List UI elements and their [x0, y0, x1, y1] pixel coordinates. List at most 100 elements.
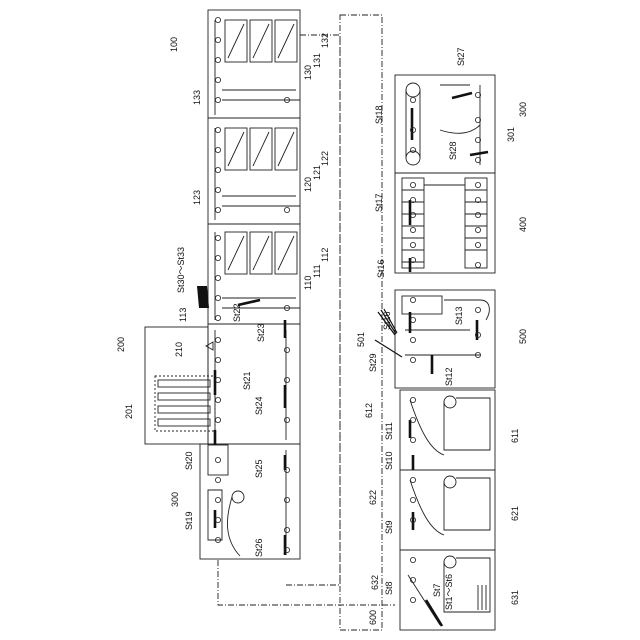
roller	[215, 57, 220, 62]
label-st13: St13	[454, 306, 464, 325]
ref-631: 631	[510, 590, 520, 605]
ref-121: 121	[312, 165, 322, 180]
roller	[215, 357, 220, 362]
ref-611: 611	[510, 429, 520, 443]
roller	[215, 497, 220, 502]
label-st24: St24	[254, 396, 264, 415]
label-st22: St22	[232, 303, 242, 322]
ref-122: 122	[320, 151, 330, 166]
label-st23: St23	[256, 323, 266, 342]
roller	[215, 167, 220, 172]
paper-feed-unit-middle	[208, 118, 300, 224]
ref-300-right: 300	[518, 102, 528, 117]
ref-111: 111	[312, 264, 322, 278]
roller	[215, 337, 220, 342]
roller	[215, 235, 220, 240]
ref-130: 130	[303, 65, 313, 80]
ref-301: 301	[506, 127, 516, 142]
ref-210: 210	[174, 342, 184, 357]
ref-113: 113	[178, 308, 188, 322]
roller	[284, 377, 289, 382]
roller	[410, 497, 415, 502]
label-st28: St28	[448, 141, 458, 160]
roller	[410, 97, 415, 102]
connection-path-center	[285, 35, 340, 585]
roller	[215, 477, 220, 482]
roller	[215, 417, 220, 422]
ref-110: 110	[303, 276, 313, 290]
label-st12: St12	[444, 367, 454, 386]
ref-501: 501	[356, 332, 366, 347]
ref-123: 123	[192, 190, 202, 205]
roller	[410, 437, 415, 442]
roller	[284, 417, 289, 422]
ref-300-left: 300	[170, 492, 180, 507]
label-st9: St9	[384, 520, 394, 534]
label-st20: St20	[184, 451, 194, 470]
sensor-block-st30-st33	[197, 286, 209, 308]
roller	[475, 212, 480, 217]
roller	[475, 182, 480, 187]
roller	[410, 297, 415, 302]
label-st21: St21	[242, 371, 252, 390]
ref-120: 120	[303, 177, 313, 192]
roller	[215, 37, 220, 42]
roller	[284, 497, 289, 502]
roller	[410, 147, 415, 152]
roller	[215, 187, 220, 192]
roller	[475, 227, 480, 232]
ref-632: 632	[370, 575, 380, 590]
rollers	[215, 17, 480, 602]
roller	[410, 597, 415, 602]
roller	[215, 97, 220, 102]
roller	[475, 307, 480, 312]
label-st26: St26	[254, 538, 264, 557]
roller	[215, 295, 220, 300]
sensor-st28	[470, 152, 488, 155]
roller	[215, 255, 220, 260]
ref-622: 622	[368, 490, 378, 505]
ref-131: 131	[312, 53, 322, 68]
paper-feed-unit-bottom	[208, 224, 300, 324]
roller	[284, 527, 289, 532]
label-st18: St18	[374, 105, 384, 124]
ref-200: 200	[116, 337, 126, 352]
ref-100: 100	[169, 37, 179, 52]
label-st10: St10	[384, 451, 394, 470]
roller	[215, 17, 220, 22]
ref-112: 112	[320, 248, 330, 262]
sensor-st7	[426, 600, 442, 626]
roller	[215, 147, 220, 152]
label-st7: St7	[432, 583, 442, 597]
ref-621: 621	[510, 506, 520, 521]
roller	[410, 477, 415, 482]
label-st16a: St16	[376, 259, 386, 278]
label-st17: St17	[374, 193, 384, 212]
label-st1-st6: St1～St6	[444, 574, 454, 610]
label-st8: St8	[384, 581, 394, 595]
roller	[215, 127, 220, 132]
roller	[215, 397, 220, 402]
label-st16b: St16	[382, 311, 392, 330]
label-st29: St29	[368, 353, 378, 372]
connection-path-bottom	[218, 560, 395, 605]
roller	[410, 357, 415, 362]
ref-400: 400	[518, 217, 528, 232]
roller	[475, 262, 480, 267]
roller	[215, 315, 220, 320]
roller	[410, 227, 415, 232]
conveyance-unit-200	[145, 324, 300, 444]
sensor-st27	[452, 93, 472, 98]
roller	[215, 275, 220, 280]
roller	[215, 457, 220, 462]
roller	[284, 347, 289, 352]
label-st11: St11	[384, 422, 394, 440]
paper-feed-unit-top	[208, 10, 300, 118]
roller	[410, 242, 415, 247]
label-st19: St19	[184, 511, 194, 530]
roller	[215, 77, 220, 82]
reference-labels: 100 133 132 131 130 122 121 120 123 112 …	[116, 33, 528, 625]
roller	[215, 207, 220, 212]
label-st27: St27	[456, 47, 466, 66]
